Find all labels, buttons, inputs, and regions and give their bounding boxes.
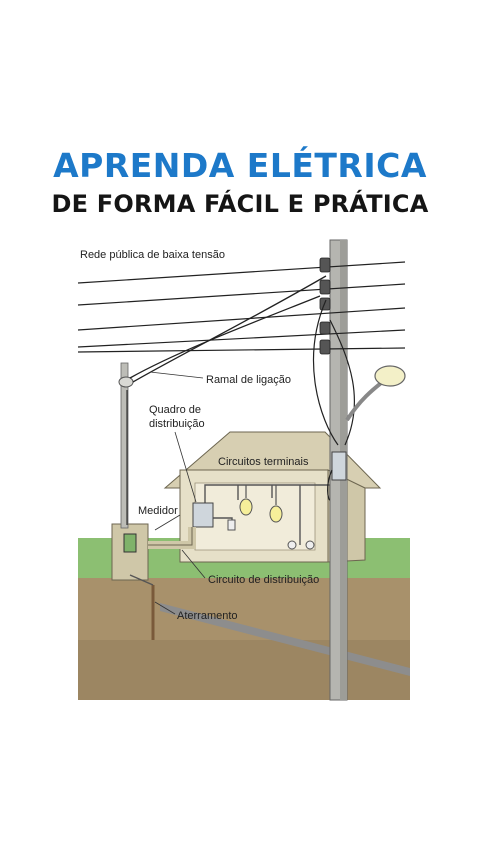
house-feed-cable — [327, 469, 333, 501]
street-lamp-arm — [345, 378, 387, 422]
service-drop-cable — [132, 275, 327, 383]
light-bulb-icon — [239, 485, 253, 516]
pole-junction-box — [331, 451, 347, 481]
distribution-lines — [77, 261, 406, 353]
service-mast — [120, 362, 129, 529]
leader-lines — [149, 371, 206, 615]
soil-lower — [78, 640, 410, 700]
label-panel-line1: Quadro de — [149, 404, 201, 416]
light-bulb-icon — [269, 485, 283, 523]
label-meter: Medidor — [138, 505, 178, 517]
pole-insulators — [319, 257, 331, 355]
label-grounding: Aterramento — [177, 610, 238, 622]
grounding-wire — [129, 574, 154, 586]
outlet-icon — [287, 540, 297, 550]
wall-switch-icon — [227, 519, 236, 531]
street-lamp-icon — [374, 365, 406, 387]
service-drop-cable — [129, 295, 321, 379]
label-terminal-circuits: Circuitos terminais — [218, 456, 309, 468]
label-service-drop: Ramal de ligação — [206, 374, 291, 386]
headline-subtitle: DE FORMA FÁCIL E PRÁTICA — [51, 190, 429, 218]
distribution-panel — [192, 502, 214, 528]
mast-insulator — [118, 376, 134, 388]
pole-cable-bundle — [313, 299, 339, 446]
label-distribution-circuit: Circuito de distribuição — [208, 574, 319, 586]
outlet-icon — [305, 540, 315, 550]
label-network: Rede pública de baixa tensão — [80, 249, 225, 261]
pole-cable-bundle — [329, 319, 356, 446]
label-panel-line2: distribuição — [149, 418, 205, 430]
meter-icon — [123, 533, 137, 553]
distribution-circuit-wire — [148, 527, 193, 546]
headline-title: APRENDA ELÉTRICA — [53, 146, 427, 185]
